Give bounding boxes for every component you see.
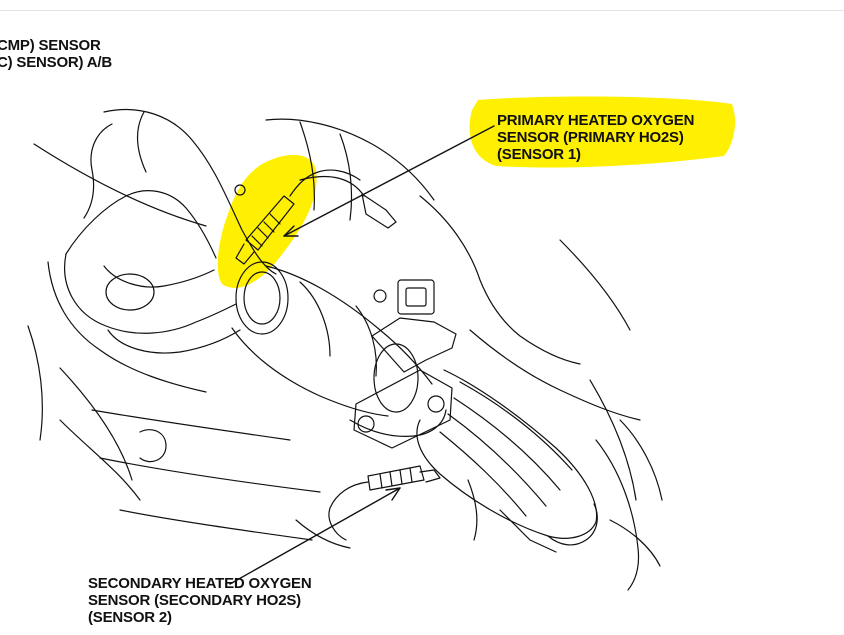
primary-sensor-label-line2: SENSOR (PRIMARY HO2S) xyxy=(497,129,684,146)
engine-bay-outline-left xyxy=(33,143,207,227)
primary-leader-line xyxy=(283,125,495,237)
right-body-frame-far xyxy=(609,419,663,567)
catalytic-converter-outlet xyxy=(547,503,598,546)
secondary-sensor-label-line2: SENSOR (SECONDARY HO2S) xyxy=(88,592,301,609)
lower-pipe-flange xyxy=(105,273,155,311)
upper-body-panel xyxy=(265,118,435,201)
cmp-sensor-label-line2: C) SENSOR) A/B xyxy=(0,54,112,71)
resonator-top-edge xyxy=(265,265,433,385)
right-body-frame-bottom xyxy=(595,439,640,591)
primary-label-highlight xyxy=(469,96,736,168)
flange-plate xyxy=(353,369,453,449)
secondary-sensor-wire xyxy=(328,481,369,541)
secondary-sensor-label: SECONDARY HEATED OXYGEN SENSOR (SECONDAR… xyxy=(88,575,312,626)
resonator-rear-ring xyxy=(373,343,419,413)
resonator-bottom-edge xyxy=(231,327,389,417)
primary-sensor-threads xyxy=(251,213,281,247)
cmp-sensor-label: CMP) SENSOR C) SENSOR) A/B xyxy=(0,37,112,71)
primary-sensor-highlight xyxy=(217,154,317,288)
catalytic-converter-bracket xyxy=(467,479,557,553)
front-pipe-bend-outer xyxy=(83,123,113,219)
primary-sensor-body xyxy=(245,195,295,251)
right-body-frame-upper xyxy=(419,195,581,365)
primary-sensor-tip xyxy=(235,243,255,265)
pipe-flange-bracket-lower xyxy=(349,409,447,437)
right-body-frame-lower xyxy=(469,329,641,421)
flange-bolt-upper xyxy=(427,395,445,413)
front-pipe-bend-rib xyxy=(136,111,147,173)
wiring-connector-upper xyxy=(361,193,397,229)
secondary-sensor-wire-lower xyxy=(295,519,351,549)
body-bolt xyxy=(373,289,387,303)
primary-sensor-label-line1: PRIMARY HEATED OXYGEN xyxy=(497,112,695,129)
page-top-divider xyxy=(0,10,844,11)
secondary-sensor-label-line3: (SENSOR 2) xyxy=(88,609,172,626)
engine-bay-outline-frame xyxy=(91,409,321,493)
lower-pipe-lower-loop xyxy=(107,329,241,354)
engine-bay-outline-far xyxy=(27,325,313,541)
primary-sensor-wire xyxy=(289,169,361,197)
catalytic-converter-heat-shield xyxy=(439,381,573,517)
secondary-leader-arrow xyxy=(385,487,401,501)
flange-bolt-lower xyxy=(357,415,375,433)
upper-body-panel-ribs xyxy=(299,121,353,221)
front-pipe-upper-edge xyxy=(103,108,277,275)
catalytic-converter-body xyxy=(416,369,598,539)
front-pipe-lower-edge xyxy=(65,190,217,259)
resonator-shell xyxy=(299,281,377,377)
secondary-sensor-label-line1: SECONDARY HEATED OXYGEN xyxy=(88,575,312,592)
engine-bay-outline-lower xyxy=(47,261,207,393)
secondary-leader-line xyxy=(229,487,401,585)
right-body-frame-side xyxy=(559,239,637,501)
resonator-front-ring-inner xyxy=(243,271,281,325)
secondary-sensor-body xyxy=(367,465,425,491)
cmp-sensor-label-line1: CMP) SENSOR xyxy=(0,37,101,54)
lower-pipe-loop xyxy=(64,253,237,334)
mounting-bracket xyxy=(397,279,435,315)
secondary-sensor-tip xyxy=(419,469,441,483)
body-bolt-lower xyxy=(234,184,246,196)
primary-sensor-label-line3: (SENSOR 1) xyxy=(497,146,581,163)
primary-sensor-label: PRIMARY HEATED OXYGEN SENSOR (PRIMARY HO… xyxy=(497,112,694,163)
pipe-flange-bracket xyxy=(371,317,457,373)
secondary-sensor-threads xyxy=(379,467,413,489)
sensor-wire-loop xyxy=(299,175,365,197)
lower-pipe-inner xyxy=(103,265,215,288)
resonator-front-ring xyxy=(235,261,289,335)
engine-bay-outline-bottom xyxy=(59,367,141,501)
mounting-bracket-inner xyxy=(405,287,427,307)
engine-bay-bracket xyxy=(139,429,167,463)
primary-leader-arrow xyxy=(283,225,299,237)
